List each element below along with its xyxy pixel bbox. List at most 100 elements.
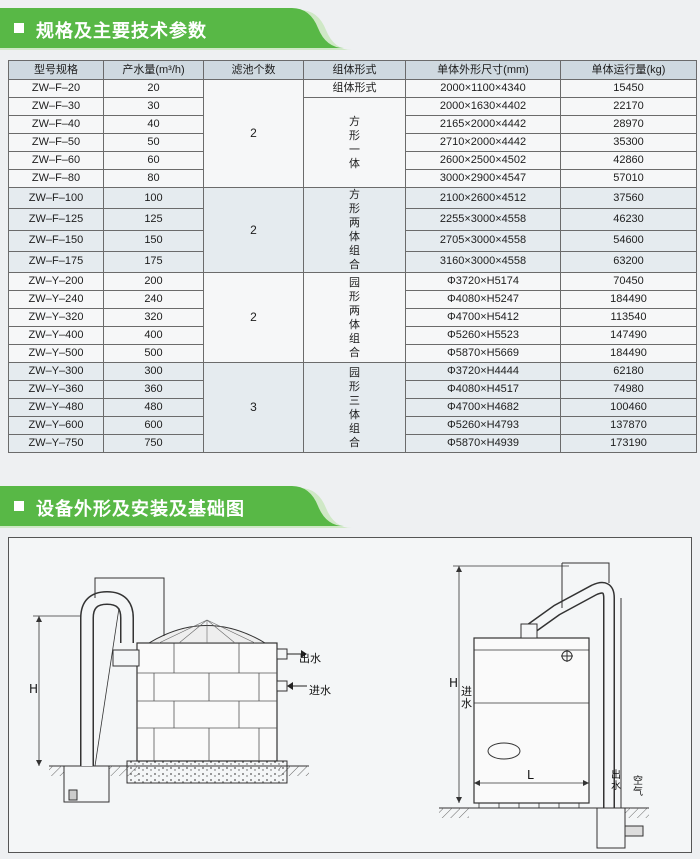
cell-weight: 62180	[560, 362, 697, 381]
section-title: 规格及主要技术参数	[36, 21, 207, 42]
cell-model: ZW–Y–400	[8, 326, 104, 345]
cell-output: 320	[103, 308, 204, 327]
cell-model: ZW–F–80	[8, 169, 104, 188]
cell-model: ZW–F–50	[8, 133, 104, 152]
cell-model: ZW–F–100	[8, 186, 104, 210]
cell-size: 2000×1630×4402	[405, 97, 561, 116]
cell-output: 60	[103, 151, 204, 170]
cell-model: ZW–Y–320	[8, 308, 104, 327]
cell-size: 2100×2600×4512	[405, 186, 561, 210]
banner-shape	[0, 8, 352, 50]
cell-form-label: 组体形式	[303, 79, 406, 98]
table-row: ZW–F–80 80 3000×2900×4547 57010	[8, 169, 697, 188]
cell-weight: 100460	[560, 398, 697, 417]
cell-size: 2255×3000×4558	[405, 208, 561, 231]
table-row: ZW–Y–300 300 3 园形三体组合 Φ3720×H4444 62180	[8, 362, 697, 453]
cell-output: 750	[103, 434, 204, 453]
cell-weight: 184490	[560, 344, 697, 363]
cell-size: Φ5260×H5523	[405, 326, 561, 345]
cell-model: ZW–Y–500	[8, 344, 104, 363]
table-row: ZW–F–150 150 2705×3000×4558 54600	[8, 229, 697, 252]
left-elevation-drawing	[33, 577, 309, 803]
cell-weight: 173190	[560, 434, 697, 453]
cell-output: 300	[103, 362, 204, 381]
installation-drawing: 出水 进水 H H 进水 L 出水 空气	[8, 537, 692, 853]
form-text: 方形两体组合	[349, 189, 360, 271]
cell-filter-count: 3	[203, 362, 304, 453]
cell-size: Φ3720×H5174	[405, 272, 561, 291]
cell-output: 80	[103, 169, 204, 188]
cell-size: 2705×3000×4558	[405, 229, 561, 252]
cell-model: ZW–Y–360	[8, 380, 104, 399]
height-dimension-label-right: H	[449, 676, 459, 690]
spec-table: 型号规格 产水量(m³/h) 滤池个数 组体形式 单体外形尺寸(mm) 单体运行…	[8, 60, 697, 453]
table-row: ZW–F–30 30 方形一体 2000×1630×4402 22170	[8, 97, 697, 188]
cell-output: 125	[103, 208, 204, 231]
cell-form: 方形一体	[303, 97, 406, 188]
cell-size: Φ4080×H4517	[405, 380, 561, 399]
length-dimension-label: L	[527, 768, 534, 782]
cell-form: 园形两体组合	[303, 272, 406, 363]
cell-output: 240	[103, 290, 204, 309]
cell-output: 100	[103, 186, 204, 210]
cell-filter-count: 2	[203, 79, 304, 188]
cell-weight: 15450	[560, 79, 697, 98]
cell-model: ZW–F–150	[8, 229, 104, 252]
cell-size: 2600×2500×4502	[405, 151, 561, 170]
table-row: ZW–F–100 100 2 方形两体组合 2100×2600×4512 375…	[8, 186, 697, 273]
cell-model: ZW–F–125	[8, 208, 104, 231]
table-row: ZW–Y–400 400 Φ5260×H5523 147490	[8, 326, 697, 345]
cell-size: 3160×3000×4558	[405, 250, 561, 274]
cell-size: 2165×2000×4442	[405, 115, 561, 134]
table-row: ZW–F–175 175 3160×3000×4558 63200	[8, 250, 697, 274]
cell-size: 2000×1100×4340	[405, 79, 561, 98]
cell-model: ZW–F–20	[8, 79, 104, 98]
cell-model: ZW–F–40	[8, 115, 104, 134]
cell-form: 园形三体组合	[303, 362, 406, 453]
header-weight: 单体运行量(kg)	[560, 60, 697, 80]
table-row: ZW–Y–600 600 Φ5260×H4793 137870	[8, 416, 697, 435]
cell-output: 20	[103, 79, 204, 98]
cell-size: Φ5870×H4939	[405, 434, 561, 453]
height-dimension-label: H	[29, 682, 39, 696]
cell-model: ZW–F–175	[8, 250, 104, 274]
form-text: 方形一体	[349, 115, 360, 170]
cell-output: 30	[103, 97, 204, 116]
table-row: ZW–Y–200 200 2 园形两体组合 Φ3720×H5174 70450	[8, 272, 697, 363]
cell-weight: 37560	[560, 186, 697, 210]
cell-model: ZW–Y–600	[8, 416, 104, 435]
table-row: ZW–F–125 125 2255×3000×4558 46230	[8, 208, 697, 231]
cell-size: 3000×2900×4547	[405, 169, 561, 188]
cell-size: Φ4080×H5247	[405, 290, 561, 309]
cell-model: ZW–Y–480	[8, 398, 104, 417]
right-water-label: 出水	[611, 770, 621, 792]
inlet-label: 进水	[309, 684, 331, 697]
cell-filter-count: 2	[203, 187, 304, 273]
table-row: ZW–Y–500 500 Φ5870×H5669 184490	[8, 344, 697, 363]
cell-weight: 28970	[560, 115, 697, 134]
square-bullet-icon	[14, 501, 24, 511]
table-row: ZW–Y–750 750 Φ5870×H4939 173190	[8, 434, 697, 453]
cell-size: Φ4700×H5412	[405, 308, 561, 327]
section-banner-drawing: 设备外形及安装及基础图	[0, 486, 700, 530]
right-elevation-drawing	[439, 562, 649, 849]
cell-output: 150	[103, 229, 204, 252]
cell-output: 400	[103, 326, 204, 345]
right-inlet-label: 进水	[461, 685, 472, 710]
cell-output: 480	[103, 398, 204, 417]
header-count: 滤池个数	[203, 60, 304, 80]
cell-weight: 184490	[560, 290, 697, 309]
table-header-row: 型号规格 产水量(m³/h) 滤池个数 组体形式 单体外形尺寸(mm) 单体运行…	[8, 60, 697, 80]
table-row: ZW–Y–360 360 Φ4080×H4517 74980	[8, 380, 697, 399]
cell-output: 40	[103, 115, 204, 134]
cell-size: Φ3720×H4444	[405, 362, 561, 381]
table-row: ZW–F–60 60 2600×2500×4502 42860	[8, 151, 697, 170]
cell-output: 175	[103, 250, 204, 274]
cell-weight: 46230	[560, 208, 697, 231]
header-form: 组体形式	[303, 60, 406, 80]
cell-weight: 113540	[560, 308, 697, 327]
cell-weight: 137870	[560, 416, 697, 435]
cell-size: Φ5870×H5669	[405, 344, 561, 363]
section-title: 设备外形及安装及基础图	[36, 499, 245, 520]
cell-output: 360	[103, 380, 204, 399]
